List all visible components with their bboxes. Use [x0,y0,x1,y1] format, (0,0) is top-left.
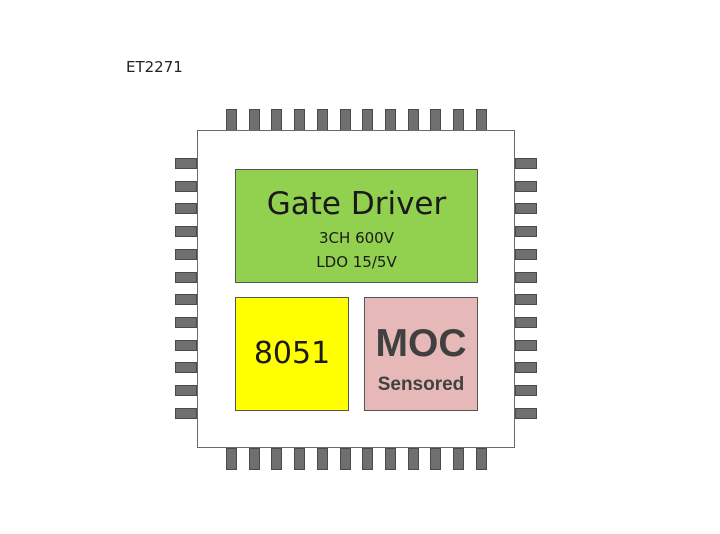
pin-left-7 [175,294,197,305]
pin-right-2 [515,181,537,192]
mcu-label: 8051 [253,336,331,371]
pin-bottom-12 [476,448,487,470]
pin-left-1 [175,158,197,169]
pin-top-11 [453,109,464,131]
pin-right-6 [515,272,537,283]
pin-top-12 [476,109,487,131]
pin-left-10 [175,362,197,373]
gate-driver-spec-ldo: LDO 15/5V [316,253,397,271]
pin-right-3 [515,203,537,214]
pin-left-3 [175,203,197,214]
pin-top-8 [385,109,396,131]
pin-bottom-4 [294,448,305,470]
gate-driver-title: Gate Driver [266,186,447,222]
pin-top-5 [317,109,328,131]
pin-top-6 [340,109,351,131]
pin-bottom-6 [340,448,351,470]
pin-top-9 [408,109,419,131]
pin-right-5 [515,249,537,260]
pin-bottom-8 [385,448,396,470]
pin-top-10 [430,109,441,131]
pin-right-7 [515,294,537,305]
pin-bottom-3 [271,448,282,470]
mcu-8051-block: 8051 [235,297,349,411]
pin-left-8 [175,317,197,328]
pin-right-10 [515,362,537,373]
pin-right-1 [515,158,537,169]
pin-left-11 [175,385,197,396]
pin-top-1 [226,109,237,131]
pin-left-4 [175,226,197,237]
pin-left-6 [175,272,197,283]
gate-driver-spec-channels: 3CH 600V [319,229,394,247]
pin-right-8 [515,317,537,328]
moc-sublabel: Sensored [377,374,465,395]
pin-bottom-5 [317,448,328,470]
pin-left-9 [175,340,197,351]
part-number-label: ET2271 [126,58,183,76]
pin-right-4 [515,226,537,237]
pin-right-12 [515,408,537,419]
pin-bottom-9 [408,448,419,470]
pin-top-4 [294,109,305,131]
pin-left-12 [175,408,197,419]
moc-label: MOC [375,322,467,365]
pin-top-3 [271,109,282,131]
moc-block: MOC Sensored [364,297,478,411]
pin-bottom-10 [430,448,441,470]
pin-right-9 [515,340,537,351]
pin-left-5 [175,249,197,260]
pin-bottom-1 [226,448,237,470]
pin-bottom-11 [453,448,464,470]
pin-bottom-2 [249,448,260,470]
pin-top-7 [362,109,373,131]
pin-left-2 [175,181,197,192]
pin-right-11 [515,385,537,396]
gate-driver-block: Gate Driver 3CH 600V LDO 15/5V [235,169,478,283]
pin-bottom-7 [362,448,373,470]
pin-top-2 [249,109,260,131]
